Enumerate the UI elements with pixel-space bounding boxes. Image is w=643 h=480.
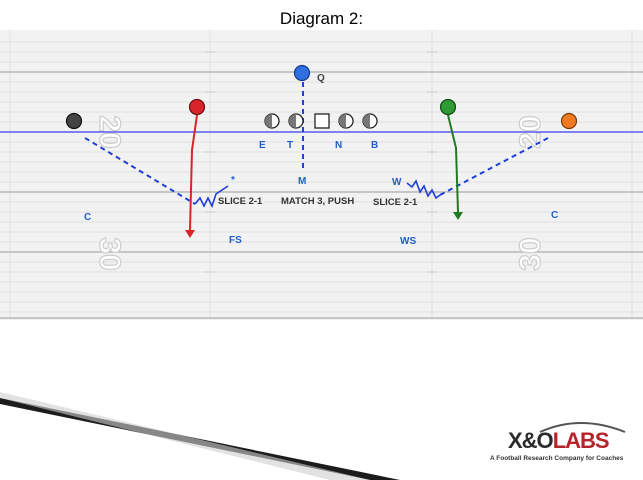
star-marker: *: [231, 175, 235, 186]
defender-label-c-right: C: [551, 210, 558, 221]
yard-number-30-left: 30: [93, 237, 126, 270]
offensive-line: [264, 113, 378, 129]
lineman-left-tackle: [264, 113, 280, 129]
defender-label-n: N: [335, 140, 342, 151]
right-zigzag-route: [406, 179, 441, 200]
defender-label-fs: FS: [229, 235, 242, 246]
left-zigzag-route: [194, 185, 229, 209]
decorative-streak: [0, 392, 400, 480]
defender-label-m: M: [298, 176, 306, 187]
defender-label-b: B: [371, 140, 378, 151]
defender-label-t: T: [287, 140, 293, 151]
red-route-arrowhead: [185, 230, 195, 238]
yard-number-30-right: 30: [514, 237, 547, 270]
qb-label: Q: [317, 73, 325, 84]
logo-tagline: A Football Research Company for Coaches: [490, 455, 624, 462]
player-green: [439, 98, 457, 116]
defender-label-ws: WS: [400, 236, 416, 247]
hash-marks: [205, 51, 437, 273]
green-route-arrowhead: [453, 212, 463, 220]
xo-labs-logo: X&OLABS A Football Research Company for …: [490, 418, 640, 468]
center-square: [314, 113, 330, 129]
lineman-left-guard: [288, 113, 304, 129]
field-grid: [0, 30, 643, 318]
call-slice-right: SLICE 2-1: [373, 197, 418, 208]
logo-brand-left: X&O: [508, 428, 554, 453]
player-black-left: [65, 112, 83, 130]
lineman-right-guard: [338, 113, 354, 129]
red-route: [189, 114, 198, 231]
defender-label-e: E: [259, 140, 266, 151]
call-match: MATCH 3, PUSH: [281, 196, 354, 207]
yard-lines: [0, 71, 643, 319]
player-orange: [560, 112, 578, 130]
player-red: [188, 98, 206, 116]
lineman-right-tackle: [362, 113, 378, 129]
qb-player: [293, 64, 311, 82]
logo-wordmark: X&OLABS: [508, 428, 610, 454]
logo-swoosh: [539, 422, 626, 433]
green-route: [447, 114, 459, 213]
left-dashed-route: [84, 137, 196, 205]
defender-label-c-left: C: [84, 212, 91, 223]
diagram-title: Diagram 2:: [279, 9, 364, 28]
call-slice-left: SLICE 2-1: [218, 196, 263, 207]
logo-brand-right: LABS: [552, 428, 610, 453]
defender-label-w: W: [392, 177, 402, 188]
